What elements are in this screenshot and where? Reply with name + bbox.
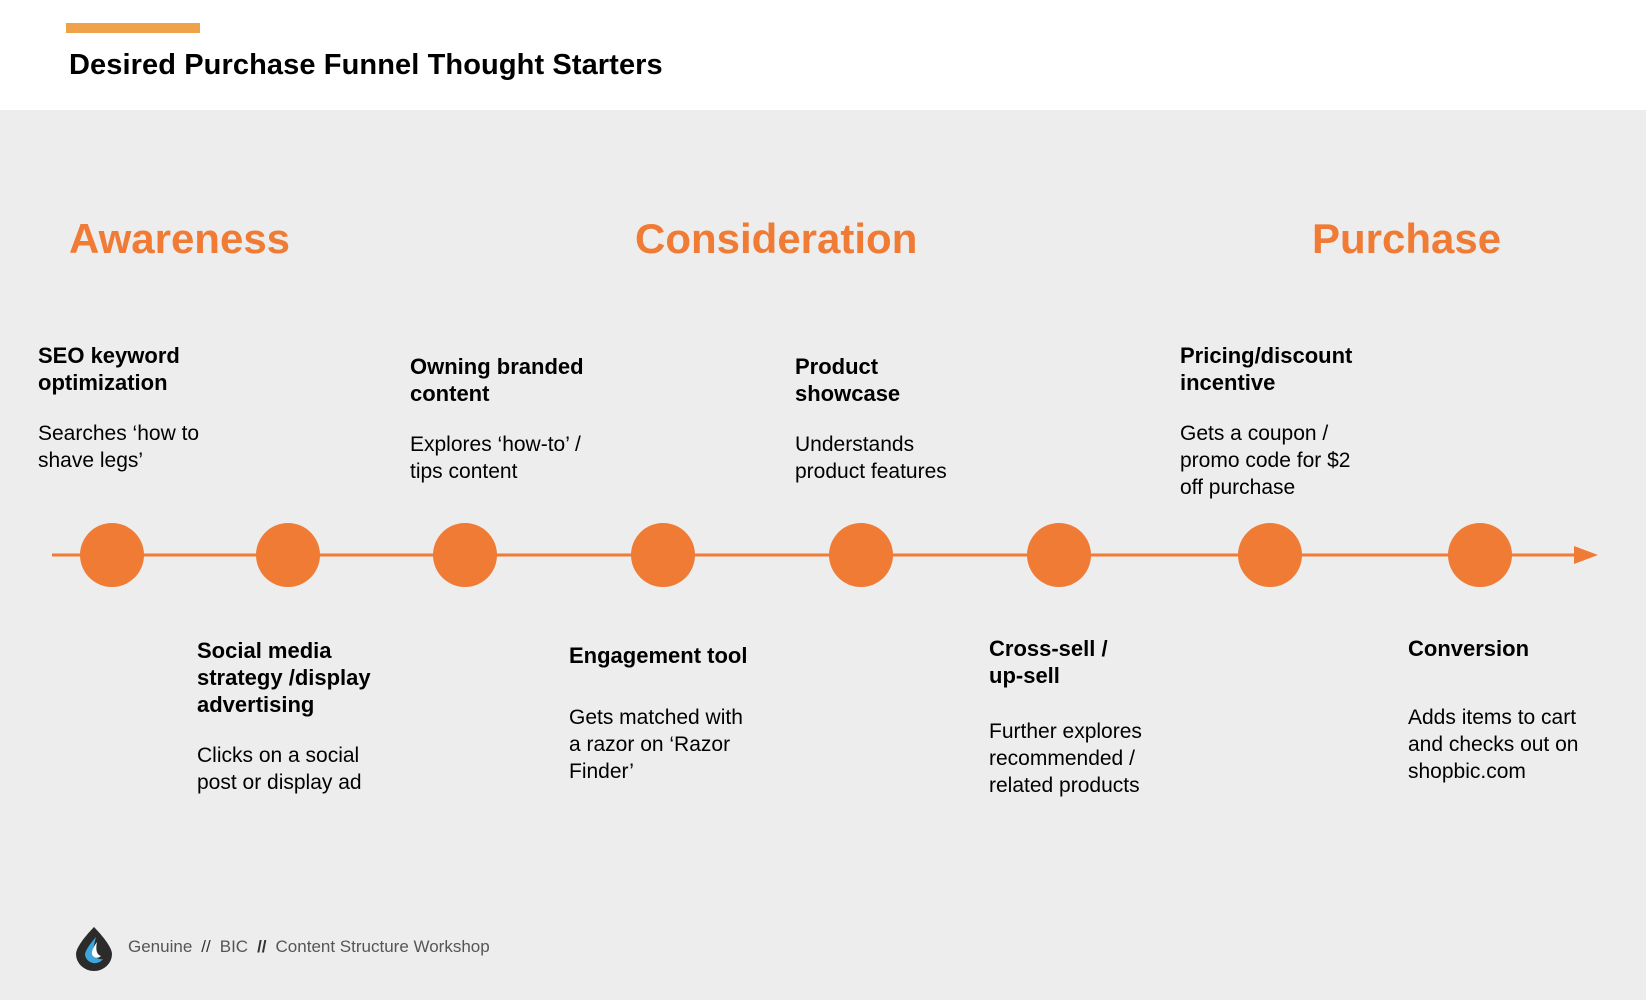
step-description: Gets matched with a razor on ‘Razor Find… <box>569 706 743 783</box>
step-seo: SEO keyword optimization Searches ‘how t… <box>38 342 248 474</box>
footer: Genuine // BIC // Content Structure Workshop <box>72 922 490 972</box>
footer-separator: // <box>257 937 267 956</box>
timeline-node <box>829 523 893 587</box>
step-pricing-incentive: Pricing/discount incentive Gets a coupon… <box>1180 342 1390 501</box>
step-description: Gets a coupon / promo code for $2 off pu… <box>1180 422 1351 499</box>
page-title: Desired Purchase Funnel Thought Starters <box>69 49 663 81</box>
timeline-node <box>1027 523 1091 587</box>
step-description: Adds items to cart and checks out on sho… <box>1408 706 1579 783</box>
stage-consideration: Consideration <box>635 215 918 262</box>
timeline-node <box>256 523 320 587</box>
timeline-node <box>80 523 144 587</box>
accent-bar <box>66 23 200 33</box>
timeline-node <box>433 523 497 587</box>
step-cross-sell: Cross-sell / up-sell Further explores re… <box>989 635 1199 799</box>
footer-workshop: Content Structure Workshop <box>275 937 490 956</box>
step-product-showcase: Product showcase Understands product fea… <box>795 353 1005 485</box>
step-description: Explores ‘how-to’ / tips content <box>410 433 581 483</box>
footer-text: Genuine // BIC // Content Structure Workshop <box>128 937 490 957</box>
drop-logo-icon <box>76 927 112 971</box>
stage-awareness: Awareness <box>69 215 291 262</box>
footer-separator: // <box>201 937 211 956</box>
step-title: Pricing/discount incentive <box>1180 343 1353 395</box>
step-title: Conversion <box>1408 636 1530 661</box>
step-title: Cross-sell / up-sell <box>989 636 1108 688</box>
footer-brand: Genuine <box>128 937 193 956</box>
step-description: Understands product features <box>795 433 947 483</box>
step-description: Further explores recommended / related p… <box>989 720 1142 797</box>
step-title: Product showcase <box>795 354 901 406</box>
header: Desired Purchase Funnel Thought Starters <box>0 0 1646 110</box>
step-title: Owning branded content <box>410 354 584 406</box>
step-conversion: Conversion Adds items to cart and checks… <box>1408 635 1618 785</box>
timeline-node <box>1238 523 1302 587</box>
step-social-media: Social media strategy /display advertisi… <box>197 637 407 796</box>
timeline-node <box>631 523 695 587</box>
step-title: Social media strategy /display advertisi… <box>197 638 371 717</box>
stage-purchase: Purchase <box>1312 215 1502 262</box>
timeline-arrowhead <box>1574 546 1598 564</box>
step-description: Clicks on a social post or display ad <box>197 744 362 794</box>
step-branded-content: Owning branded content Explores ‘how-to’… <box>410 353 620 485</box>
timeline-node <box>1448 523 1512 587</box>
step-title: Engagement tool <box>569 643 748 668</box>
footer-company: BIC <box>219 937 249 956</box>
step-engagement-tool: Engagement tool Gets matched with a razo… <box>569 642 779 785</box>
step-title: SEO keyword optimization <box>38 343 180 395</box>
step-description: Searches ‘how to shave legs’ <box>38 422 200 472</box>
